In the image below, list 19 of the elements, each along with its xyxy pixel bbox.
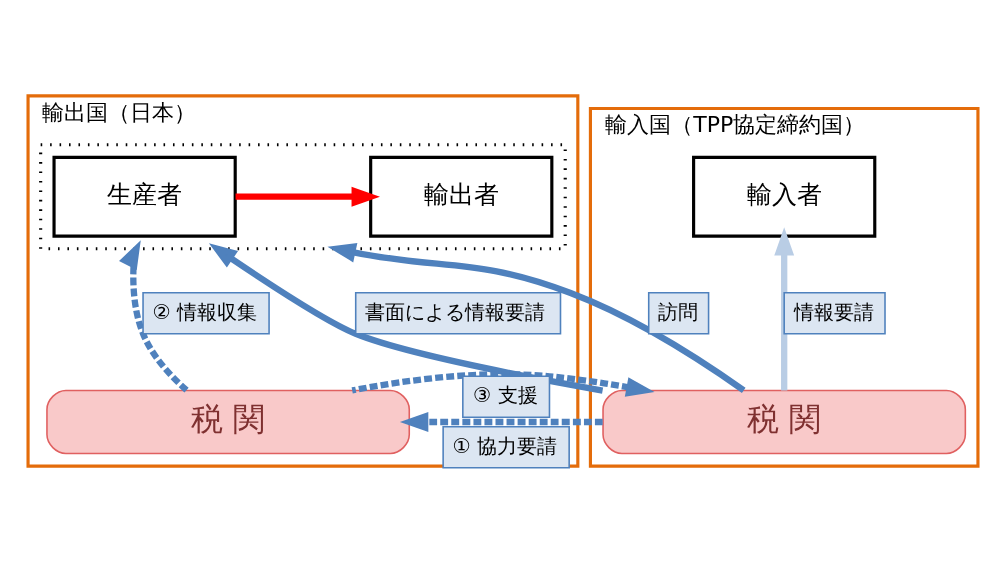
edge-label: 書面による情報要請: [365, 299, 546, 324]
node-box: 税 関: [602, 389, 967, 454]
node-box: 生産者: [52, 155, 237, 238]
arrow: [351, 370, 655, 397]
arrow: [119, 239, 189, 392]
arrow: [327, 242, 746, 393]
node-box: 輸出者: [369, 155, 554, 238]
edge-label: ① 協力要請: [452, 433, 558, 458]
node-box: 税 関: [46, 389, 411, 454]
arrow: [235, 186, 380, 207]
arrow: [208, 242, 604, 394]
cluster: [39, 142, 567, 250]
arrow: [399, 411, 603, 432]
node-box: 輸入者: [692, 155, 877, 238]
arrow: [774, 226, 795, 390]
edge-label: 訪問: [658, 299, 699, 324]
edge-label: ③ 支援: [473, 382, 538, 407]
edge-label: 情報要請: [793, 299, 874, 324]
edge-label: ② 情報収集: [152, 299, 258, 324]
